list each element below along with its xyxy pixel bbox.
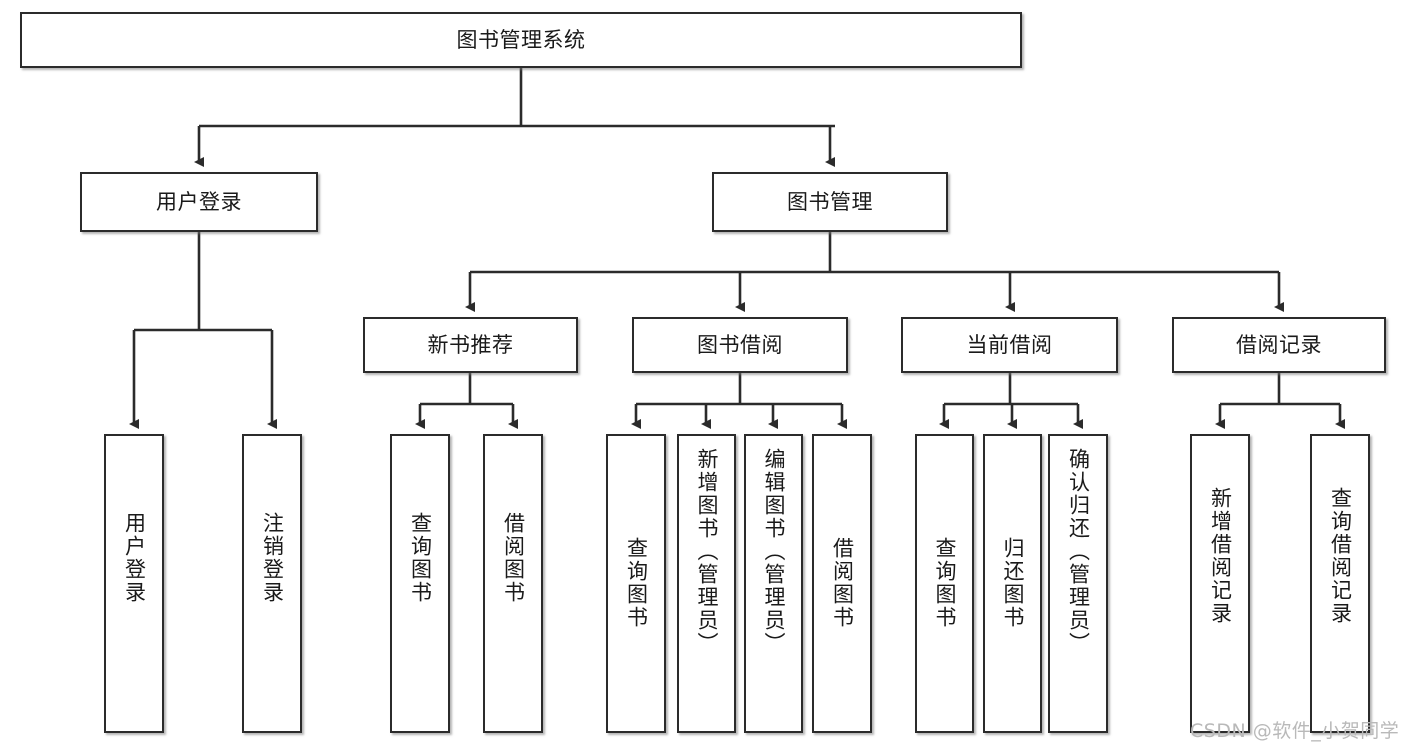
leaf-query-books-borrow[interactable]: 查询图书 — [606, 434, 666, 733]
node-book-management[interactable]: 图书管理 — [712, 172, 948, 232]
leaf-confirm-return-admin-label: 确认归还（管理员） — [1066, 448, 1091, 655]
node-root-label: 图书管理系统 — [456, 27, 586, 52]
node-book-management-label: 图书管理 — [787, 189, 873, 214]
csdn-watermark: CSDN @软件_小贺同学 — [1190, 720, 1400, 742]
leaf-edit-book-admin-label: 编辑图书（管理员） — [762, 448, 786, 655]
leaf-borrow-books-recommend-label: 借阅图书 — [501, 512, 526, 604]
leaf-add-borrow-record[interactable]: 新增借阅记录 — [1190, 434, 1250, 733]
leaf-return-books[interactable]: 归还图书 — [983, 434, 1042, 733]
leaf-query-books-current[interactable]: 查询图书 — [915, 434, 974, 733]
node-new-book-recommend[interactable]: 新书推荐 — [363, 317, 578, 373]
node-root[interactable]: 图书管理系统 — [20, 12, 1022, 68]
leaf-user-login[interactable]: 用户登录 — [104, 434, 164, 733]
leaf-add-book-admin[interactable]: 新增图书（管理员） — [677, 434, 736, 733]
leaf-borrow-books-recommend[interactable]: 借阅图书 — [483, 434, 543, 733]
node-current-borrow[interactable]: 当前借阅 — [901, 317, 1118, 373]
node-current-borrow-label: 当前借阅 — [966, 332, 1053, 357]
leaf-query-books-recommend[interactable]: 查询图书 — [390, 434, 450, 733]
leaf-borrow-books[interactable]: 借阅图书 — [812, 434, 872, 733]
leaf-query-books-current-label: 查询图书 — [933, 537, 957, 629]
leaf-user-login-label: 用户登录 — [122, 512, 147, 604]
node-new-book-recommend-label: 新书推荐 — [427, 332, 514, 357]
leaf-edit-book-admin[interactable]: 编辑图书（管理员） — [744, 434, 803, 733]
node-book-borrow-label: 图书借阅 — [697, 332, 783, 357]
leaf-query-books-borrow-label: 查询图书 — [624, 537, 649, 629]
leaf-query-borrow-record-label: 查询借阅记录 — [1328, 487, 1353, 625]
node-borrow-records[interactable]: 借阅记录 — [1172, 317, 1386, 373]
leaf-add-book-admin-label: 新增图书（管理员） — [695, 448, 719, 655]
leaf-logout[interactable]: 注销登录 — [242, 434, 302, 733]
node-user-login-label: 用户登录 — [156, 189, 242, 214]
leaf-logout-label: 注销登录 — [260, 512, 285, 604]
node-borrow-records-label: 借阅记录 — [1236, 332, 1322, 357]
leaf-query-books-recommend-label: 查询图书 — [408, 512, 433, 604]
node-book-borrow[interactable]: 图书借阅 — [632, 317, 848, 373]
leaf-return-books-label: 归还图书 — [1001, 537, 1025, 629]
leaf-borrow-books-label: 借阅图书 — [830, 537, 855, 629]
leaf-confirm-return-admin[interactable]: 确认归还（管理员） — [1048, 434, 1108, 733]
leaf-query-borrow-record[interactable]: 查询借阅记录 — [1310, 434, 1370, 733]
node-user-login[interactable]: 用户登录 — [80, 172, 318, 232]
leaf-add-borrow-record-label: 新增借阅记录 — [1208, 487, 1233, 625]
